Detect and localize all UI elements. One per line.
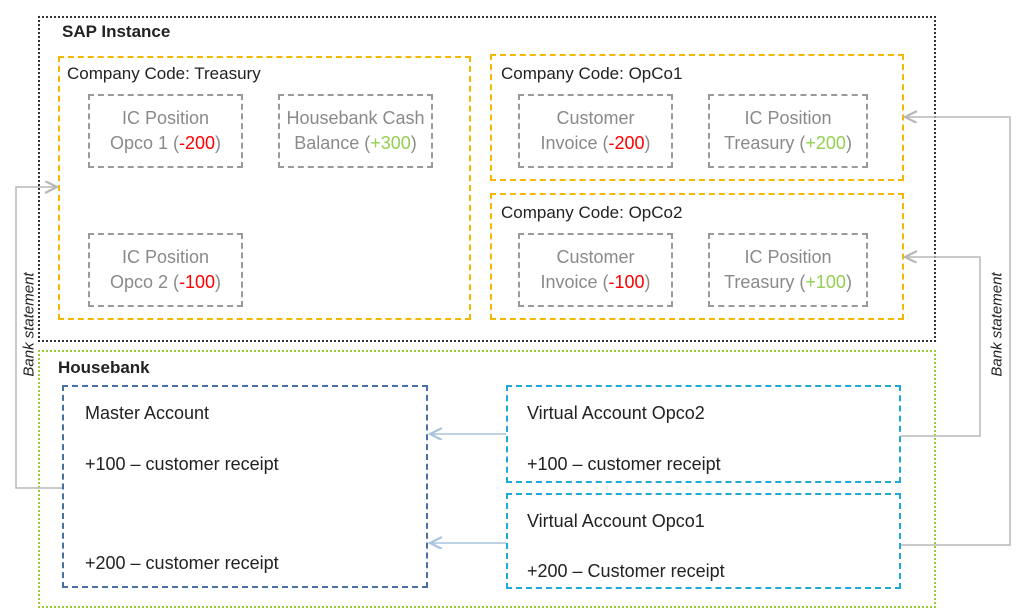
ic-position-opco1: IC Position Opco 1 (-200)	[88, 94, 243, 168]
bank-statement-opco2-connector	[901, 257, 981, 437]
virtual-account-opco1-title: Virtual Account Opco1	[527, 511, 705, 531]
bank-statement-opco1-connector	[901, 117, 1011, 546]
bank-statement-left-connector	[15, 187, 62, 489]
virtual-account-opco1	[506, 493, 901, 589]
sap-instance-region	[38, 16, 936, 342]
opco1-title: Company Code: OpCo1	[501, 64, 683, 83]
treasury-title: Company Code: Treasury	[67, 64, 261, 83]
master-account-receipt-1: +100 – customer receipt	[85, 454, 279, 474]
virtual-account-opco1-receipt: +200 – Customer receipt	[527, 561, 725, 581]
customer-invoice-opco2: Customer Invoice (-100)	[518, 233, 673, 307]
master-account-receipt-2: +200 – customer receipt	[85, 553, 279, 573]
opco2-title: Company Code: OpCo2	[501, 203, 683, 222]
housebank-cash-balance: Housebank Cash Balance (+300)	[278, 94, 433, 168]
housebank-region	[38, 350, 936, 608]
master-account	[62, 385, 428, 588]
virtual-account-opco2	[506, 385, 901, 483]
customer-invoice-opco1: Customer Invoice (-200)	[518, 94, 673, 168]
bank-statement-label-right: Bank statement	[988, 272, 1006, 377]
master-account-title: Master Account	[85, 403, 210, 423]
sap-instance-title: SAP Instance	[62, 22, 171, 41]
ic-position-treasury-opco1: IC Position Treasury (+200)	[708, 94, 868, 168]
virtual-account-opco2-title: Virtual Account Opco2	[527, 403, 705, 423]
ic-position-treasury-opco2: IC Position Treasury (+100)	[708, 233, 868, 307]
bank-statement-label-left: Bank statement	[20, 272, 38, 377]
virtual-account-opco2-receipt: +100 – customer receipt	[527, 454, 721, 474]
ic-position-opco2: IC Position Opco 2 (-100)	[88, 233, 243, 307]
housebank-title: Housebank	[58, 358, 150, 377]
